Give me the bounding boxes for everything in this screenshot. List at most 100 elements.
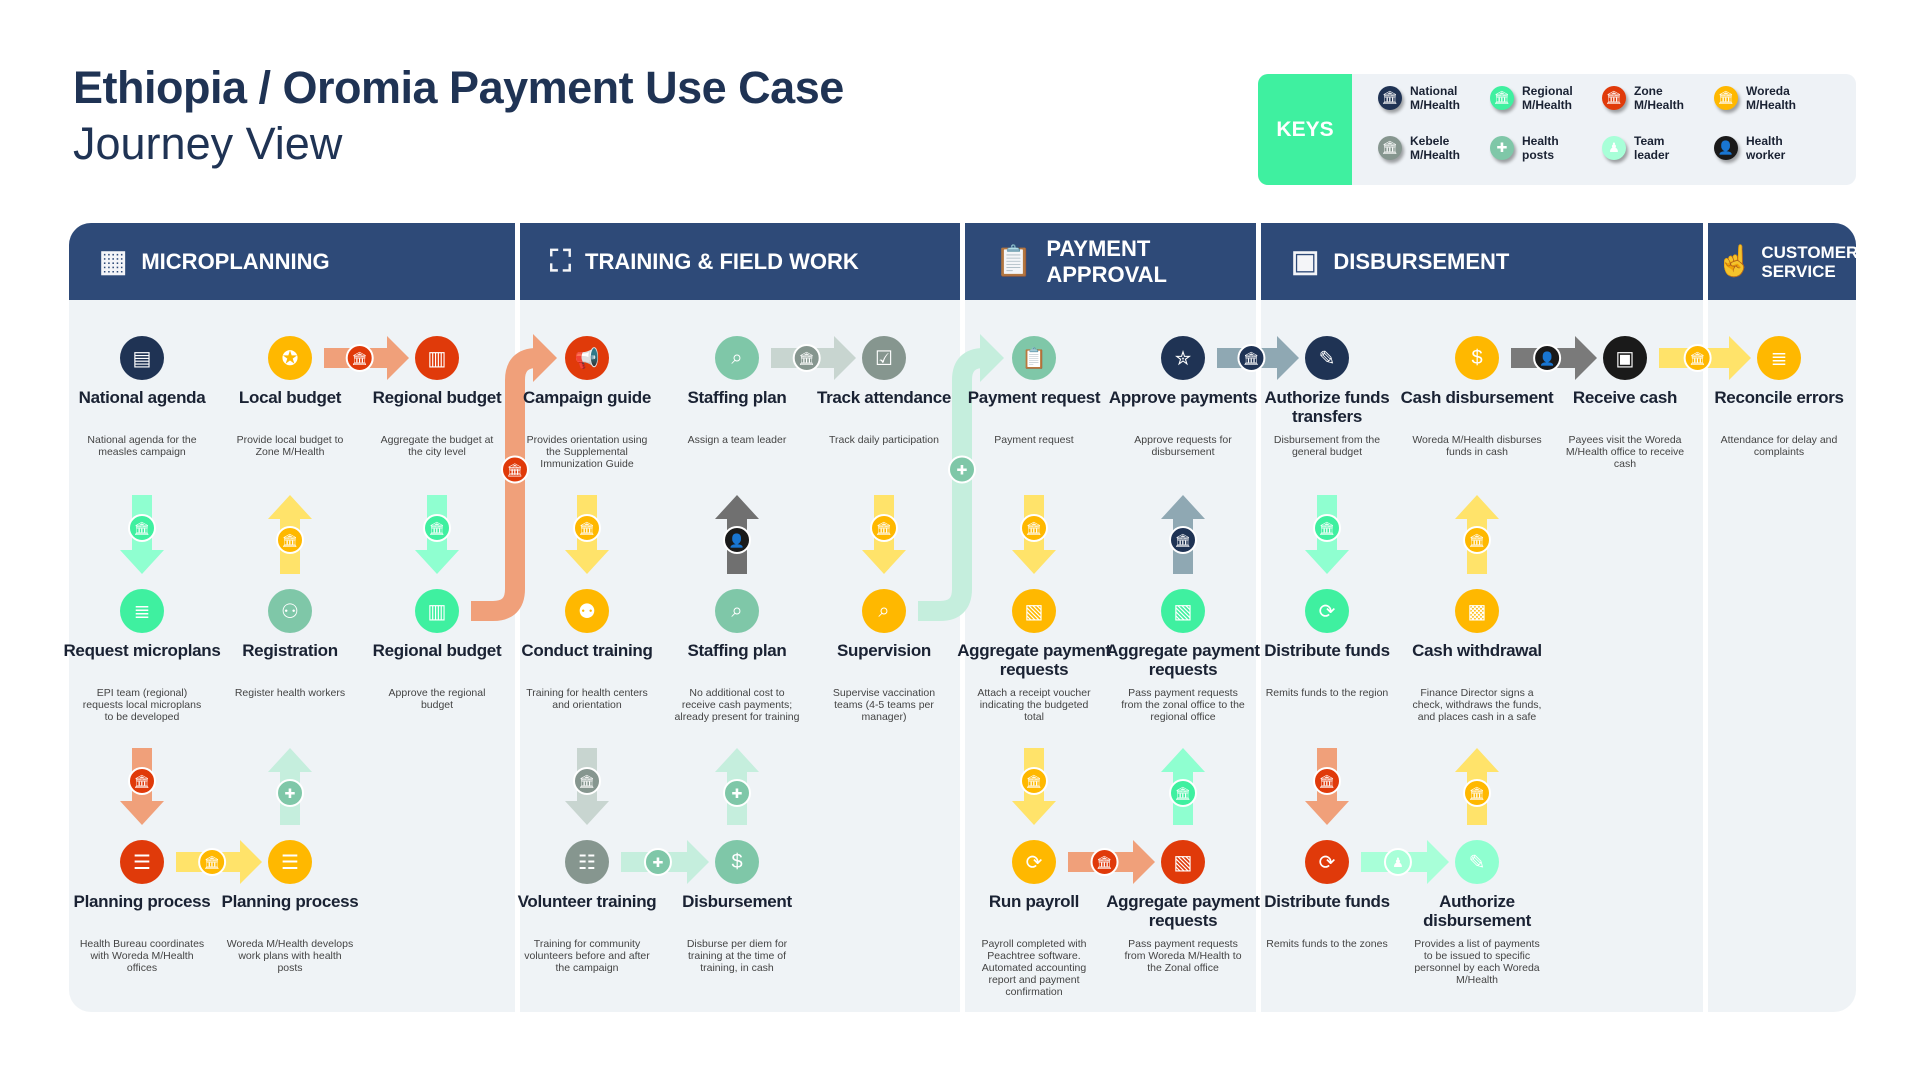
health-worker-icon: 👤 [1714,136,1738,160]
step-title: Track attendance [816,388,952,407]
step-title: Volunteer training [517,892,657,911]
health-post-icon: ✚ [285,786,296,801]
role-badge-woreda [573,514,601,542]
step-title: Regional budget [372,388,502,407]
keys-label: KEYS [1258,74,1352,185]
step-title: Regional budget [372,641,502,660]
section-divider [960,223,965,1012]
step-title: Run payroll [988,892,1080,911]
search-person-icon: ⌕ [715,336,759,380]
building-icon: 🏛 [1469,786,1486,801]
document-pen-icon: ✎ [1305,336,1349,380]
step-title: Staffing plan [687,388,787,407]
presentation-map-icon: ⛶ [550,244,571,278]
section-header: ⛶ TRAINING & FIELD WORK [520,223,960,300]
cash-icon: $ [715,840,759,884]
key-label: Regional M/Health [1522,84,1573,112]
role-badge-national [1169,526,1197,554]
step-description: Finance Director signs a check, withdraw… [1412,687,1542,723]
health-post-icon: ✚ [957,463,968,478]
building-icon: 🏛 [134,774,151,789]
key-kebele: 🏛Kebele M/Health [1378,134,1474,162]
step-description: Remits funds to the region [1265,687,1389,699]
coins-icon: ▥ [415,589,459,633]
building-icon: 🏛 [507,463,524,478]
step-description: Remits funds to the zones [1266,938,1388,950]
section-header: ▣DISBURSEMENT [1261,223,1703,300]
role-badge-healthposts [723,779,751,807]
step-title: Approve payments [1108,388,1258,407]
role-badge-zone [128,767,156,795]
wallet-icon: ▣ [1291,245,1320,278]
step-title: Staffing plan [687,641,787,660]
key-label: Woreda M/Health [1746,84,1797,112]
step-title: Payment request [967,388,1101,407]
section-title: PAYMENT APPROVAL [1046,235,1167,287]
step-description: EPI team (regional) requests local micro… [82,687,202,723]
health-worker-icon: 👤 [729,533,745,548]
building-icon: 🏛 [351,351,368,366]
building-icon: 🏛 [1469,533,1486,548]
role-badge-woreda [198,848,227,876]
role-badge-regional [128,514,156,542]
coins-icon: ▥ [415,336,459,380]
section-header: 📋PAYMENT APPROVAL [965,223,1256,300]
document-pen-icon: ✎ [1455,840,1499,884]
receipt-icon: ▧ [1012,589,1056,633]
step-title: Campaign guide [522,388,652,407]
building-icon: 🏛 [1026,521,1043,536]
key-national: 🏛 National M/Health [1378,84,1474,112]
step-description: Woreda M/Health develops work plans with… [226,938,354,974]
step-title: Cash withdrawal [1412,641,1542,660]
section-title: TRAINING & FIELD WORK [585,248,859,274]
clipboard-icon: ☰ [268,840,312,884]
wallet-icon: ▣ [1603,336,1647,380]
role-badge-woreda [1463,779,1491,807]
step-description: Attendance for delay and complaints [1720,434,1838,458]
clipboard-icon: ☰ [120,840,164,884]
book-icon: ▤ [120,336,164,380]
section-header: ▦MICROPLANNING [69,223,515,300]
step-description: Provides orientation using the Supplemen… [526,434,648,470]
team-leader-icon: ♟ [1602,136,1626,160]
key-label: Kebele M/Health [1410,134,1461,162]
arrow-head [980,334,1004,382]
key-teamleader: ♟Team leader [1602,134,1698,162]
step-description: Disbursement from the general budget [1273,434,1381,458]
step-title: Registration [242,641,338,660]
role-badge-zone [1090,848,1119,876]
section-title: CUSTOMER SERVICE [1761,242,1859,281]
section-title: MICROPLANNING [141,248,330,274]
section-divider [515,223,520,1012]
building-icon: 🏛 [1490,86,1514,110]
key-label: National M/Health [1410,84,1461,112]
building-icon: 🏛 [1243,351,1260,366]
role-badge-regional [423,514,451,542]
search-person-icon: ⌕ [715,589,759,633]
key-woreda: 🏛Woreda M/Health [1714,84,1810,112]
step-description: Training for health centers and orientat… [526,687,648,711]
health-post-icon: ✚ [732,786,743,801]
step-description: Training for community volunteers before… [524,938,650,974]
step-title: Planning process [221,892,359,911]
step-title: Authorize disbursement [1423,892,1531,930]
building-icon: 🏛 [1378,86,1402,110]
checklist-icon: ☑ [862,336,906,380]
megaphone-icon: 📢 [565,336,609,380]
step-title: Reconcile errors [1714,388,1844,407]
cash-cycle-icon: ⟳ [1012,840,1056,884]
building-icon: 🏛 [1319,774,1336,789]
key-label: Health posts [1522,134,1559,162]
role-badge-woreda [1683,344,1712,372]
section-header: ☝CUSTOMER SERVICE [1708,223,1859,300]
step-title: Aggregate payment requests [1106,641,1260,679]
step-description: Assign a team leader [687,434,787,446]
step-description: Pass payment requests from Woreda M/Heal… [1124,938,1242,974]
receipt-icon: ▧ [1161,589,1205,633]
building-icon: 🏛 [798,351,815,366]
section-divider [1256,223,1261,1012]
step-title: Planning process [73,892,211,911]
role-badge-zone [501,455,529,484]
building-icon: 🏛 [282,533,299,548]
